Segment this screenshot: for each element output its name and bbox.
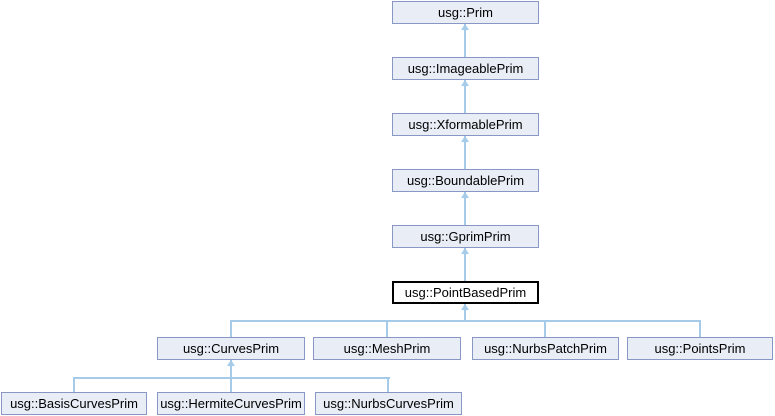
node-usg-prim[interactable]: usg::Prim [392, 1, 539, 24]
node-usg-boundable-prim[interactable]: usg::BoundablePrim [392, 169, 539, 192]
class-label: usg::GprimPrim [420, 229, 511, 244]
edge-gprim-to-boundable [464, 192, 466, 225]
node-usg-curves-prim[interactable]: usg::CurvesPrim [157, 337, 305, 360]
edge-children-bus [230, 320, 701, 322]
edge-curves-children-bus [73, 377, 390, 379]
edge-curves-children-riser [230, 360, 232, 377]
class-label: usg::MeshPrim [343, 341, 431, 356]
node-usg-point-based-prim: usg::PointBasedPrim [392, 281, 539, 304]
edge-stub-hermitecurvesprim [230, 379, 232, 392]
arrow-up-icon [461, 80, 469, 86]
node-usg-hermite-curves-prim[interactable]: usg::HermiteCurvesPrim [157, 392, 305, 415]
node-usg-xformable-prim[interactable]: usg::XformablePrim [392, 113, 539, 136]
edge-stub-pointsprim [699, 322, 701, 337]
class-label: usg::BasisCurvesPrim [10, 396, 138, 411]
node-usg-nurbs-curves-prim[interactable]: usg::NurbsCurvesPrim [315, 392, 462, 415]
edge-xformable-to-imageable [464, 80, 466, 113]
edge-stub-nurbspatchprim [544, 322, 546, 337]
class-label: usg::CurvesPrim [182, 341, 280, 356]
edge-children-riser [464, 304, 466, 322]
arrow-up-icon [227, 360, 235, 366]
edge-pointbased-to-gprim [464, 248, 466, 281]
class-label: usg::ImageablePrim [407, 61, 524, 76]
edge-imageable-to-prim [464, 24, 466, 57]
class-label: usg::PointBasedPrim [404, 285, 527, 300]
node-usg-basis-curves-prim[interactable]: usg::BasisCurvesPrim [1, 392, 147, 415]
arrow-up-icon [461, 248, 469, 254]
edge-stub-basiscurvesprim [73, 379, 75, 392]
class-label: usg::Prim [438, 5, 493, 20]
node-usg-gprim-prim[interactable]: usg::GprimPrim [392, 225, 539, 248]
class-label: usg::BoundablePrim [406, 173, 525, 188]
class-label: usg::NurbsPatchPrim [484, 341, 607, 356]
class-label: usg::PointsPrim [654, 341, 746, 356]
node-usg-mesh-prim[interactable]: usg::MeshPrim [313, 337, 461, 360]
edge-stub-curvesprim [230, 322, 232, 337]
class-label: usg::NurbsCurvesPrim [323, 396, 454, 411]
arrow-up-icon [461, 136, 469, 142]
edge-stub-meshprim [386, 322, 388, 337]
edge-stub-nurbscurvesprim [387, 379, 389, 392]
class-label: usg::XformablePrim [408, 117, 523, 132]
edge-boundable-to-xformable [464, 136, 466, 169]
arrow-up-icon [461, 24, 469, 30]
node-usg-imageable-prim[interactable]: usg::ImageablePrim [392, 57, 539, 80]
node-usg-points-prim[interactable]: usg::PointsPrim [627, 337, 773, 360]
class-label: usg::HermiteCurvesPrim [160, 396, 302, 411]
arrow-up-icon [461, 192, 469, 198]
arrow-up-icon [461, 304, 469, 310]
node-usg-nurbs-patch-prim[interactable]: usg::NurbsPatchPrim [472, 337, 619, 360]
